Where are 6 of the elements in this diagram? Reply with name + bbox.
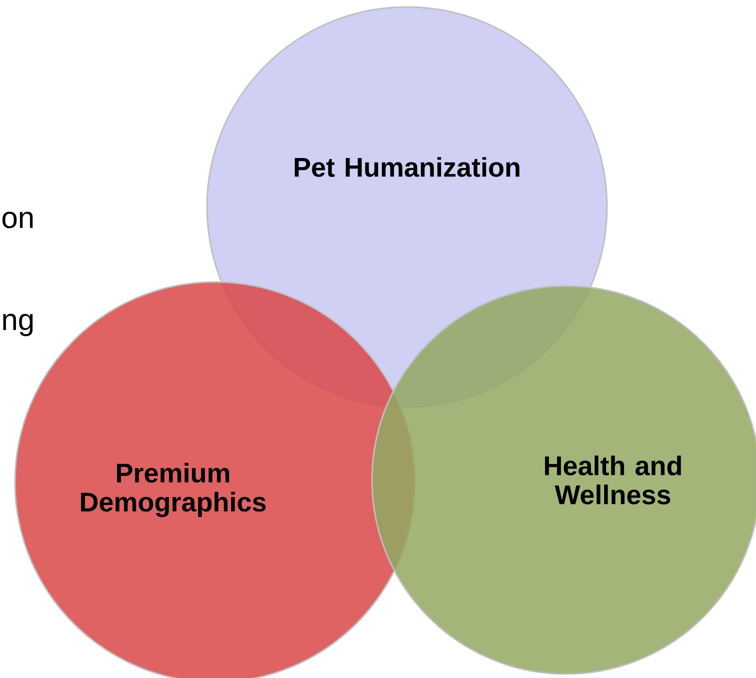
venn-circle [371, 285, 756, 675]
text-fragment: ng [3, 314, 33, 336]
circle-label: Premium Demographics [81, 462, 266, 518]
circle-label: Health and Wellness [545, 456, 681, 504]
text-fragment: on [2, 212, 33, 228]
circle-label: Pet Humanization [294, 157, 520, 177]
